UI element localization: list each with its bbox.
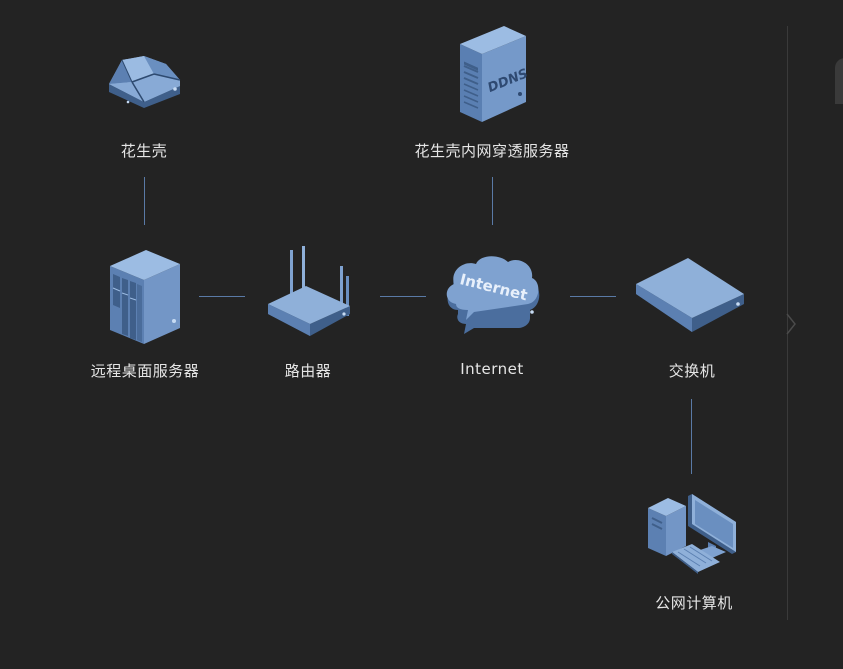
side-panel-edge — [835, 58, 843, 104]
node-label-router: 路由器 — [284, 362, 332, 380]
edge-peanut-shell-to-server — [144, 177, 145, 225]
peanut-shell-device-icon — [109, 56, 181, 108]
node-label-public-computer: 公网计算机 — [655, 594, 733, 612]
router-icon — [268, 246, 350, 336]
server-cabinet-icon — [110, 250, 180, 344]
node-label-internet: Internet — [460, 360, 524, 378]
edge-router-to-internet — [380, 296, 426, 297]
edge-ddns-to-internet — [492, 177, 493, 225]
edge-internet-to-switch — [570, 296, 616, 297]
node-label-remote-desktop-server: 远程桌面服务器 — [90, 362, 200, 380]
node-label-ddns-server: 花生壳内网穿透服务器 — [414, 142, 570, 160]
ddns-server-icon: DDNS — [460, 26, 530, 122]
internet-cloud-icon: Internet — [446, 256, 540, 334]
chevron-right-icon[interactable] — [784, 312, 798, 336]
edge-switch-to-computer — [691, 399, 692, 474]
node-label-switch: 交换机 — [668, 362, 716, 380]
node-label-peanut-shell: 花生壳 — [120, 142, 168, 160]
edge-server-to-router — [199, 296, 245, 297]
side-panel-divider — [787, 26, 788, 620]
network-switch-icon — [636, 258, 744, 332]
desktop-computer-icon — [648, 494, 736, 574]
